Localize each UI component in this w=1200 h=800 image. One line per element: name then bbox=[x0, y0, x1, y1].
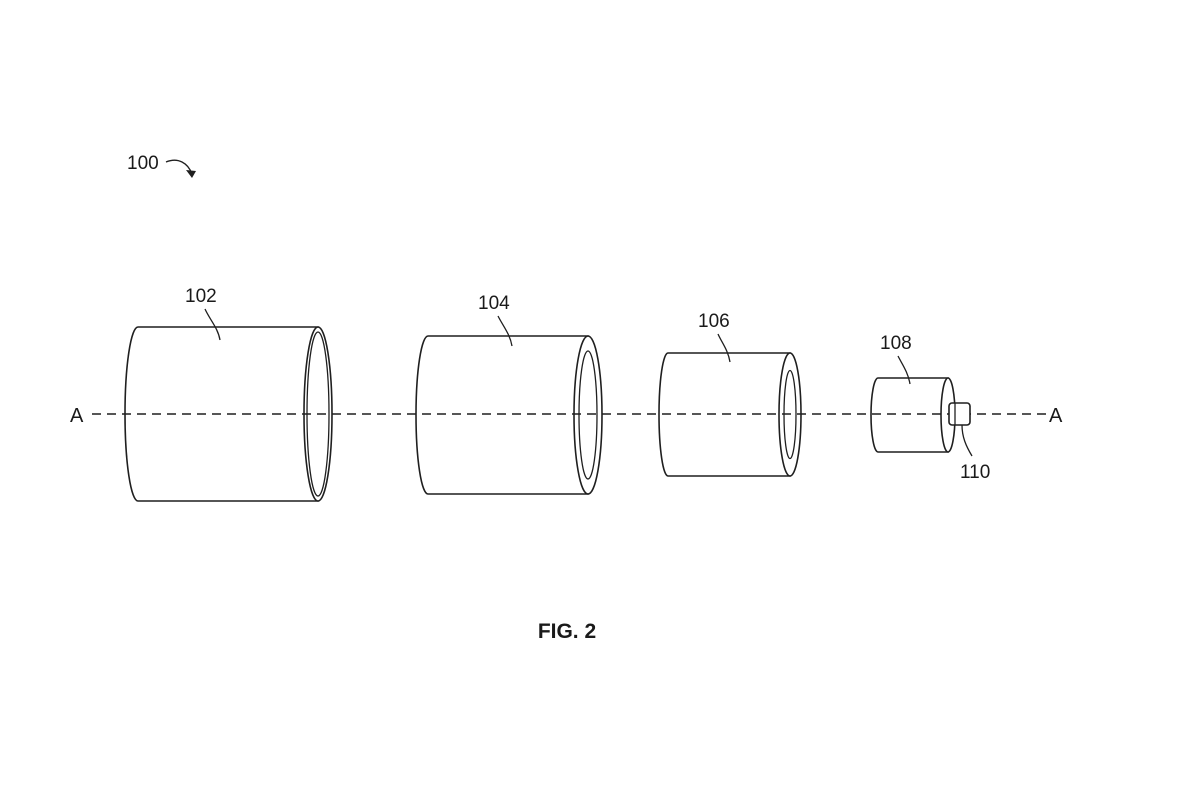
component-104 bbox=[415, 335, 603, 495]
assembly-ref-arrowhead bbox=[186, 170, 196, 178]
axis-label-right: A bbox=[1049, 405, 1063, 427]
axis-label-left: A bbox=[70, 405, 84, 427]
component-110 bbox=[948, 402, 971, 426]
ref-label-102: 102 bbox=[185, 286, 217, 307]
leader-102 bbox=[204, 308, 221, 341]
ref-label-106: 106 bbox=[698, 311, 730, 332]
leader-104 bbox=[497, 315, 513, 347]
component-108 bbox=[870, 377, 956, 453]
leader-108 bbox=[897, 355, 911, 385]
leader-110 bbox=[961, 424, 973, 457]
figure-caption: FIG. 2 bbox=[538, 620, 596, 643]
assembly-ref-label: 100 bbox=[127, 153, 159, 174]
ref-label-108: 108 bbox=[880, 333, 912, 354]
ref-label-104: 104 bbox=[478, 293, 510, 314]
leader-106 bbox=[717, 333, 731, 363]
ref-label-110: 110 bbox=[960, 462, 990, 483]
